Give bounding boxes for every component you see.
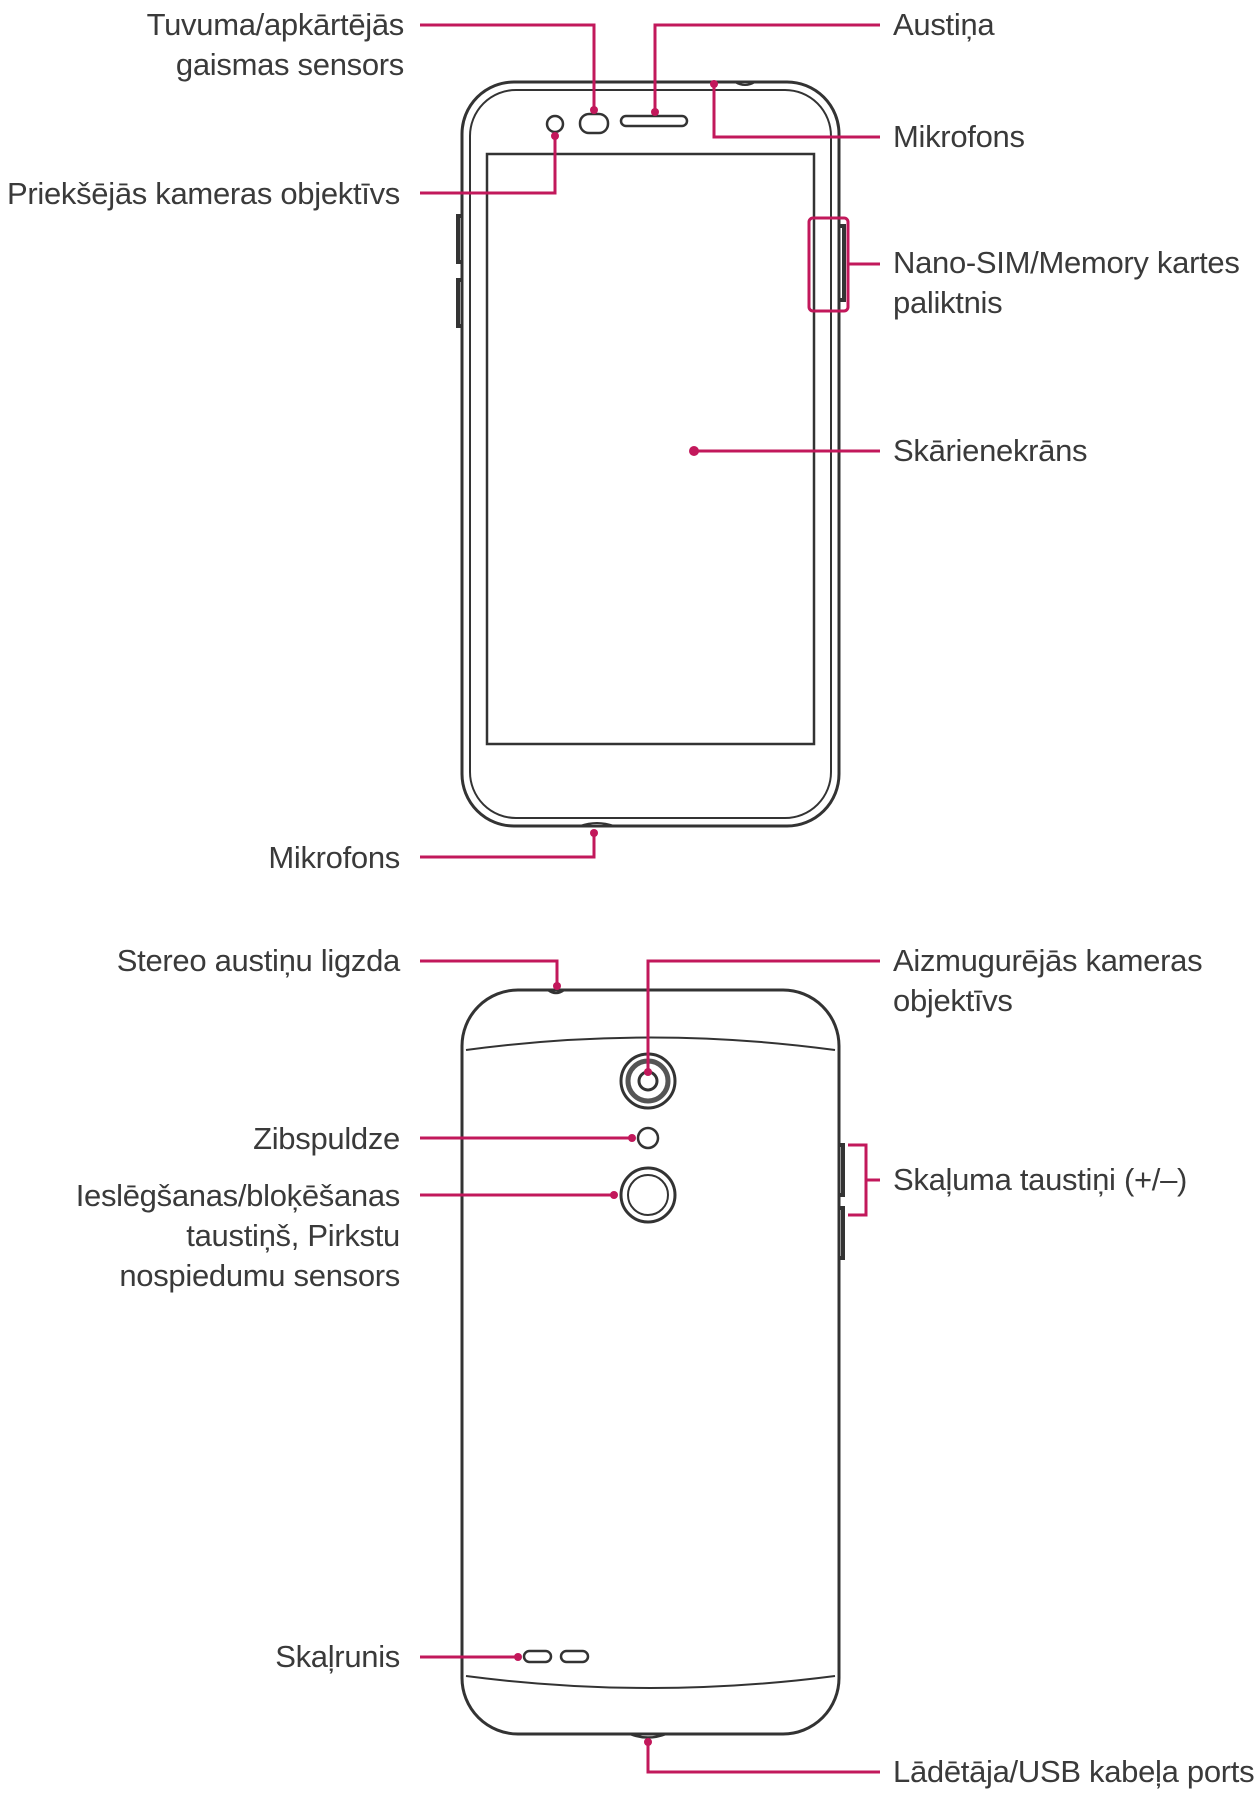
callout-mic-bottom (420, 833, 596, 859)
label-proximity-line2: gaismas sensors (175, 47, 404, 82)
proximity-sensor-icon (578, 112, 610, 135)
label-front-camera: Priekšējās kameras objektīvs (6, 176, 400, 211)
volume-up-key (839, 1143, 845, 1197)
label-usb-port: Lādētāja/USB kabeļa ports (893, 1754, 1255, 1789)
label-mic-bottom: Mikrofons (268, 840, 400, 875)
back-phone (460, 988, 845, 1739)
callout-mic-top (712, 84, 880, 139)
callout-dots (514, 80, 718, 1746)
callout-lines (420, 23, 880, 1774)
label-sim-line2: paliktnis (893, 285, 1003, 320)
back-top-band (465, 1036, 836, 1051)
front-bottom-notch (579, 822, 615, 827)
label-sim-tray: Nano-SIM/Memory kartes paliktnis (893, 243, 1240, 323)
label-flash: Zibspuldze (253, 1121, 400, 1156)
label-rear-camera-line2: objektīvs (893, 983, 1013, 1018)
label-proximity-line1: Tuvuma/apkārtējās (146, 7, 405, 42)
speaker-slot-left (522, 1649, 553, 1664)
callout-volume-bracket (848, 1143, 868, 1217)
callout-headset-jack (420, 959, 559, 986)
label-headset-jack: Stereo austiņu ligzda (116, 943, 401, 978)
callout-usb (646, 1742, 880, 1774)
front-left-key-lower (456, 278, 462, 328)
front-camera-icon (545, 114, 565, 134)
callout-front-camera (420, 136, 557, 195)
label-power-line2: taustiņš, Pirkstu (186, 1218, 400, 1253)
power-key-outer (619, 1166, 677, 1224)
label-volume-keys: Skaļuma taustiņi (+/–) (893, 1162, 1188, 1197)
back-bottom-band (465, 1675, 836, 1689)
flash-icon (636, 1126, 660, 1150)
earpiece-slot (619, 114, 689, 128)
label-rear-camera-line1: Aizmugurējās kameras (893, 943, 1203, 978)
volume-down-key (839, 1206, 845, 1260)
usb-port-notch (629, 1732, 667, 1739)
label-power-line3: nospiedumu sensors (119, 1258, 400, 1293)
label-rear-camera: Aizmugurējās kameras objektīvs (893, 941, 1203, 1021)
speaker-slot-right (559, 1649, 590, 1664)
label-earpiece: Austiņa (893, 7, 995, 42)
front-left-key-upper (456, 214, 462, 264)
label-speaker: Skaļrunis (275, 1639, 400, 1674)
front-sim-slot (839, 224, 846, 302)
label-mic-top: Mikrofons (893, 119, 1025, 154)
callout-proximity (420, 23, 596, 110)
callout-rear-camera (646, 959, 880, 1072)
callout-earpiece (653, 23, 880, 112)
front-body-outer (460, 80, 841, 828)
label-power-key: Ieslēgšanas/bloķēšanas taustiņš, Pirkstu… (75, 1176, 401, 1296)
label-proximity-sensor: Tuvuma/apkārtējās gaismas sensors (146, 5, 405, 85)
front-body-inner (469, 89, 832, 819)
headset-jack-notch (547, 988, 565, 995)
label-touchscreen: Skārienekrāns (893, 433, 1088, 468)
front-screen (485, 152, 816, 746)
front-top-notch (734, 81, 756, 86)
label-power-line1: Ieslēgšanas/bloķēšanas (75, 1178, 401, 1213)
power-key-inner (627, 1174, 669, 1216)
label-sim-line1: Nano-SIM/Memory kartes (893, 245, 1240, 280)
back-body-outer (460, 988, 841, 1736)
